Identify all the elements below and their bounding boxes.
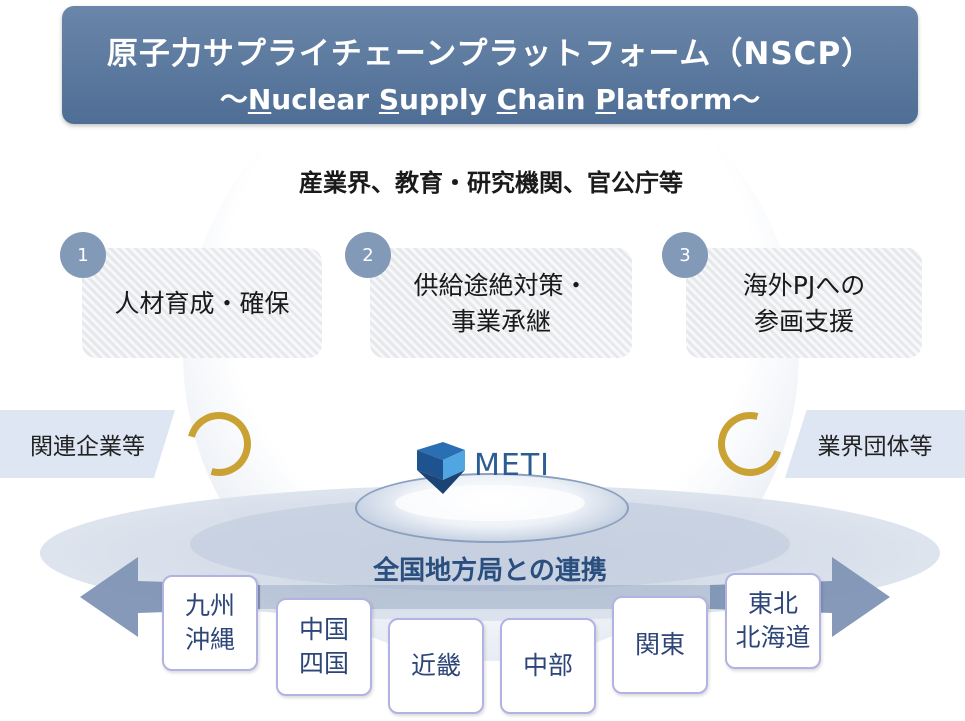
region-label: 中部	[522, 651, 573, 680]
title-subtitle: 〜Nuclear Supply Chain Platform〜	[62, 78, 918, 118]
meti-logo-icon	[413, 440, 469, 496]
pillar-label: 海外PJへの	[742, 271, 866, 300]
meti-wordmark: METI	[474, 448, 551, 483]
region-label: 九州	[184, 591, 235, 620]
region-label: 近畿	[410, 651, 461, 680]
industry-groups-tag: 業界団体等	[785, 410, 965, 478]
subtitle-initial: N	[247, 83, 272, 116]
subtitle-word: hain	[517, 83, 596, 116]
pillar-number: 1	[60, 232, 106, 278]
region-label: 四国	[298, 649, 349, 678]
subtitle-word: latform	[615, 83, 733, 116]
subtitle-word: uclear	[271, 83, 379, 116]
title-banner: 原子力サプライチェーンプラットフォーム（NSCP） 〜Nuclear Suppl…	[62, 6, 918, 124]
pillar-label: 人材育成・確保	[114, 289, 290, 318]
pillar-label: 参画支援	[753, 307, 854, 336]
related-companies-tag: 関連企業等	[0, 410, 175, 478]
region-kyushu-okinawa: 九州 沖縄	[162, 575, 258, 671]
region-label: 東北	[747, 589, 798, 618]
pillar-number: 3	[662, 232, 708, 278]
region-chubu: 中部	[500, 618, 596, 714]
region-label: 関東	[634, 630, 685, 659]
region-label: 北海道	[735, 623, 811, 652]
pillar-label: 供給途絶対策・	[413, 271, 589, 300]
pillar-overseas-projects: 海外PJへの 参画支援	[686, 248, 922, 358]
pillar-supply-continuity: 供給途絶対策・ 事業承継	[370, 248, 632, 358]
region-chugoku-shikoku: 中国 四国	[276, 598, 372, 696]
region-tohoku-hokkaido: 東北 北海道	[725, 573, 821, 669]
subtitle-initial: C	[496, 83, 518, 116]
title-main: 原子力サプライチェーンプラットフォーム（NSCP）	[106, 36, 874, 72]
region-kinki: 近畿	[388, 618, 484, 714]
pillar-hr-development: 人材育成・確保	[82, 248, 322, 358]
subtitle-prefix: 〜	[219, 83, 248, 116]
subtitle-suffix: 〜	[732, 83, 761, 116]
meti-pedestal-top	[395, 485, 585, 521]
subtitle-word: upply	[399, 83, 497, 116]
region-label: 沖縄	[184, 625, 235, 654]
subtitle-initial: P	[595, 83, 616, 116]
pillar-label: 事業承継	[450, 307, 551, 336]
regional-liaison-label: 全国地方局との連携	[373, 556, 607, 586]
region-label: 中国	[298, 615, 349, 644]
stakeholders-heading: 産業界、教育・研究機関、官公庁等	[299, 169, 683, 197]
region-kanto: 関東	[612, 596, 708, 694]
pillar-number: 2	[345, 232, 391, 278]
subtitle-initial: S	[378, 83, 400, 116]
